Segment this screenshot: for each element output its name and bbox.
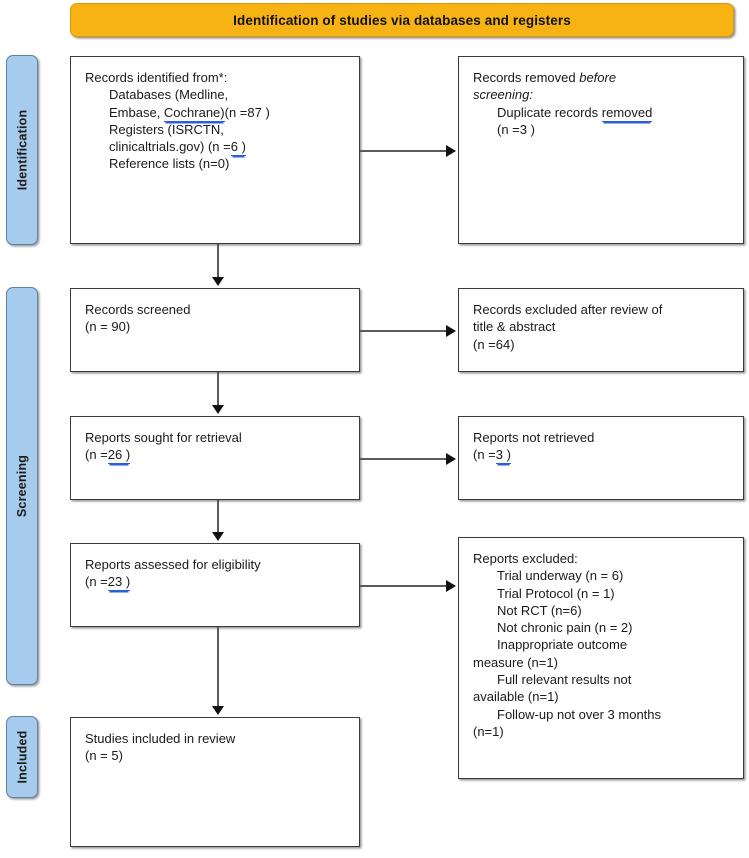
records-identified-line-databases-1: Databases (Medline, [109, 87, 229, 103]
connector-sought-to-not-retrieved [360, 458, 448, 460]
box-reports-excluded-reasons: Reports excluded: Trial underway (n = 6)… [458, 537, 744, 779]
reports-excluded-reason-list: Trial underway (n = 6) Trial Protocol (n… [473, 567, 733, 740]
records-removed-text: Records removed [473, 70, 580, 85]
list-item: Full relevant results not [497, 671, 632, 687]
list-item: Follow-up not over 3 months [497, 706, 662, 722]
arrowhead-sought-to-assessed [212, 532, 224, 541]
stage-pill-screening: Screening [6, 287, 38, 685]
box-reports-assessed: Reports assessed for eligibility (n =23 … [70, 543, 360, 627]
arrowhead-assessed-to-excluded-reasons [446, 580, 456, 592]
reports-excluded-title: Reports excluded: [473, 551, 578, 566]
box-records-identified: Records identified from*: Databases (Med… [70, 56, 360, 244]
records-identified-line-reference-lists: Reference lists (n=0) [109, 156, 230, 172]
reports-sought-count-line: (n =26 ) [85, 446, 349, 465]
list-item: (n=1) [473, 723, 504, 739]
reports-not-retrieved-count-prefix: (n = [473, 447, 496, 463]
box-reports-not-retrieved: Reports not retrieved (n =3 ) [458, 416, 744, 500]
arrowhead-assessed-to-included [212, 706, 224, 715]
box-records-screened: Records screened (n = 90) [70, 288, 360, 372]
registers-text: clinicaltrials.gov) (n = [109, 139, 231, 155]
list-item: Trial underway (n = 6) [497, 568, 624, 584]
reports-sought-count-value: 26 ) [107, 447, 131, 465]
records-excluded-label-line-1: Records excluded after review of [473, 302, 663, 317]
connector-sought-to-assessed [217, 500, 219, 534]
studies-included-label: Studies included in review [85, 731, 236, 746]
box-records-removed: Records removed before screening: Duplic… [458, 56, 744, 244]
duplicate-records-line: Duplicate records removed [473, 104, 733, 122]
registers-count: 6 ) [230, 139, 246, 157]
list-item: available (n=1) [473, 689, 559, 705]
arrowhead-sought-to-not-retrieved [446, 453, 456, 465]
connector-assessed-to-included [217, 627, 219, 708]
connector-screened-to-sought [217, 372, 219, 407]
reports-sought-label: Reports sought for retrieval [85, 430, 242, 445]
connector-identified-to-removed [360, 150, 448, 152]
databases-text: Embase, [109, 104, 164, 120]
list-item: Trial Protocol (n = 1) [497, 585, 615, 601]
reports-not-retrieved-count-value: 3 ) [495, 447, 511, 465]
records-identified-title: Records identified from*: [85, 70, 228, 85]
studies-included-count: (n = 5) [85, 748, 123, 764]
list-item: measure (n=1) [473, 654, 558, 670]
list-item: Not chronic pain (n = 2) [497, 620, 633, 636]
records-excluded-count: (n =64) [473, 336, 515, 352]
reports-sought-count-prefix: (n = [85, 447, 108, 463]
duplicate-records-count: (n =3 ) [497, 121, 535, 137]
list-item: Not RCT (n=6) [497, 602, 582, 618]
connector-identified-to-screened [217, 244, 219, 279]
databases-count: (n =87 ) [224, 104, 270, 120]
stage-label-included: Included [15, 730, 29, 784]
reports-assessed-count-prefix: (n = [85, 574, 108, 590]
arrowhead-identified-to-screened [212, 277, 224, 286]
reports-not-retrieved-count-line: (n =3 ) [473, 446, 733, 465]
stage-label-identification: Identification [15, 109, 30, 191]
stage-pill-included: Included [6, 716, 38, 798]
duplicate-records-text: Duplicate records [497, 104, 602, 120]
stage-pill-identification: Identification [6, 55, 38, 245]
records-identified-line-registers-2: clinicaltrials.gov) (n =6 ) [85, 138, 349, 157]
duplicate-records-misspelled-term: removed [601, 104, 653, 122]
reports-assessed-label: Reports assessed for eligibility [85, 557, 261, 572]
records-removed-title-line-1: Records removed before [473, 69, 733, 86]
reports-assessed-count-line: (n =23 ) [85, 573, 349, 592]
records-screened-count: (n = 90) [85, 319, 131, 335]
stage-label-screening: Screening [15, 454, 29, 518]
arrowhead-identified-to-removed [446, 145, 456, 157]
records-identified-line-databases-2: Embase, Cochrane)(n =87 ) [85, 104, 349, 122]
reports-assessed-count-value: 23 ) [107, 574, 131, 592]
reports-not-retrieved-label: Reports not retrieved [473, 430, 595, 445]
records-removed-emphasis-before: before [579, 70, 617, 85]
databases-misspelled-term: Cochrane) [163, 104, 225, 122]
arrowhead-screened-to-excluded [446, 325, 456, 337]
records-identified-line-registers-1: Registers (ISRCTN, [109, 121, 224, 137]
diagram-banner: Identification of studies via databases … [70, 3, 734, 37]
records-screened-label: Records screened [85, 302, 191, 317]
arrowhead-screened-to-sought [212, 405, 224, 414]
box-studies-included: Studies included in review (n = 5) [70, 717, 360, 847]
box-records-excluded: Records excluded after review of title &… [458, 288, 744, 372]
list-item: Inappropriate outcome [497, 637, 628, 653]
connector-screened-to-excluded [360, 330, 448, 332]
box-reports-sought: Reports sought for retrieval (n =26 ) [70, 416, 360, 500]
records-excluded-label-line-2: title & abstract [473, 319, 556, 335]
connector-assessed-to-excluded-reasons [360, 585, 448, 587]
banner-title: Identification of studies via databases … [233, 12, 571, 28]
records-removed-title-line-2: screening: [473, 87, 533, 103]
